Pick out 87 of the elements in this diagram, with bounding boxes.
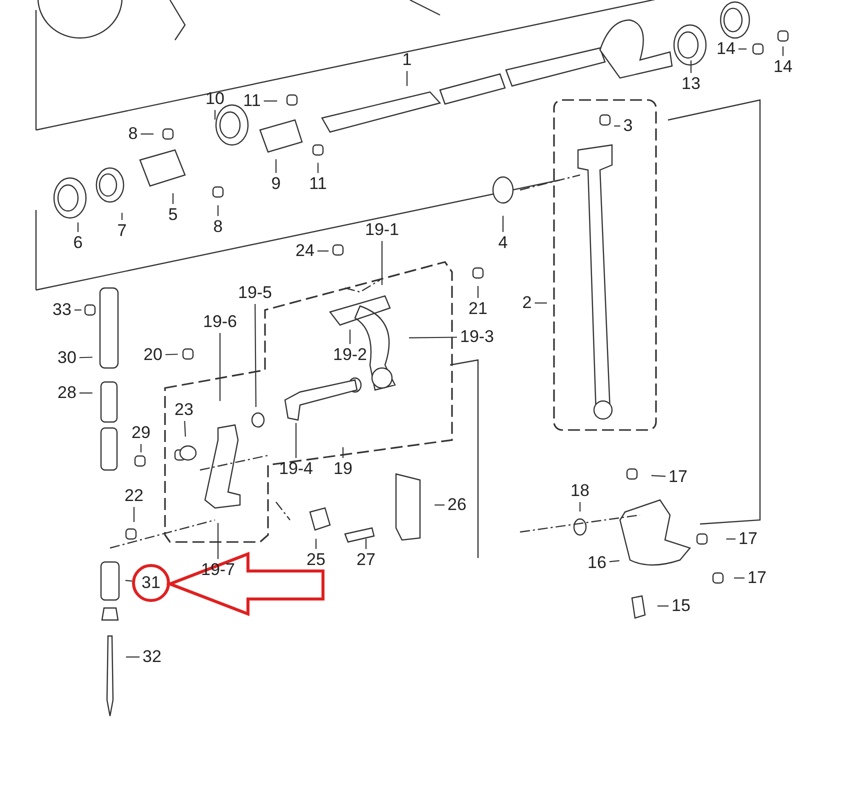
callout-number: 17 [738, 529, 758, 549]
circled-callout-number: 31 [132, 564, 170, 602]
leader-line [609, 560, 620, 562]
callout-number: 21 [468, 299, 488, 319]
leader-line [275, 159, 277, 173]
leader-line [579, 502, 581, 512]
leader-line [315, 538, 317, 549]
callout-number: 25 [306, 550, 326, 570]
callout-number: 19-1 [364, 220, 400, 240]
callout-number: 14 [716, 39, 736, 59]
leader-line [121, 212, 123, 220]
callout-number: 28 [56, 383, 78, 403]
leader-line [349, 330, 351, 344]
leader-line [502, 216, 504, 232]
callout-number: 10 [204, 89, 226, 109]
callout-number: 9 [270, 174, 282, 194]
leader-line [217, 205, 219, 216]
leader-line [77, 222, 79, 232]
callout-number: 19-4 [278, 459, 314, 479]
leader-line [651, 474, 666, 477]
callout-number: 23 [174, 400, 194, 420]
callout-number: 11 [308, 174, 328, 194]
leader-line [614, 125, 620, 127]
callout-number: 29 [130, 423, 152, 443]
callout-number: 16 [586, 553, 608, 573]
leader-line [219, 333, 221, 401]
leader-line [140, 133, 154, 135]
callout-number: 20 [142, 345, 164, 365]
leader-line [79, 356, 92, 358]
leader-line [477, 286, 479, 298]
callout-number: 19-5 [236, 283, 274, 303]
callout-number: 4 [497, 233, 509, 253]
callout-number: 17 [668, 467, 688, 487]
callout-number: 5 [167, 205, 179, 225]
leader-line [74, 309, 82, 311]
callout-number: 8 [127, 124, 139, 144]
callout-number: 1 [401, 50, 413, 70]
leader-line [214, 110, 216, 120]
callout-number: 19 [332, 459, 354, 479]
callout-number: 15 [670, 596, 692, 616]
leader-line [165, 354, 178, 356]
callout-number: 13 [680, 74, 702, 94]
leader-line [79, 392, 92, 394]
callout-number: 32 [142, 647, 162, 667]
leader-line [317, 162, 319, 173]
leader-line [184, 420, 186, 437]
leader-line [133, 507, 135, 522]
leader-line [317, 250, 329, 252]
leader-line [534, 302, 547, 304]
callout-number: 24 [294, 241, 316, 261]
leader-line [126, 656, 140, 658]
leader-line [690, 60, 692, 73]
leader-line [172, 193, 174, 204]
callout-number: 2 [521, 293, 533, 313]
callout-number: 6 [72, 233, 84, 253]
leader-line [381, 241, 383, 285]
leader-line [264, 100, 278, 102]
callout-number: 26 [446, 495, 468, 515]
callout-number: 3 [622, 116, 634, 136]
callout-number: 11 [242, 91, 262, 111]
callout-number: 7 [116, 221, 128, 241]
leader-line [726, 538, 736, 540]
leader-line [254, 304, 256, 407]
leader-line [406, 71, 408, 86]
leader-line [295, 423, 297, 458]
callout-number: 17 [746, 568, 768, 588]
leader-line [434, 504, 445, 506]
leader-line [342, 447, 344, 458]
leader-line [140, 444, 142, 452]
callout-number: 19-7 [200, 560, 236, 580]
leader-line [734, 577, 745, 579]
callout-number: 19-2 [332, 345, 368, 365]
callout-number: 30 [56, 348, 78, 368]
callout-number: 33 [52, 300, 72, 320]
callout-number: 14 [772, 57, 794, 77]
leader-line [125, 580, 132, 582]
leader-line [782, 46, 784, 56]
callout-number: 19-6 [202, 312, 238, 332]
callout-number: 19-3 [458, 327, 496, 347]
callout-number: 27 [356, 550, 376, 570]
leader-line [657, 605, 669, 607]
callout-number: 8 [212, 217, 224, 237]
leader-line [738, 48, 747, 50]
callout-number: 18 [570, 481, 590, 501]
callout-number: 22 [124, 486, 144, 506]
leader-line [365, 538, 367, 549]
leader-line [409, 336, 457, 338]
